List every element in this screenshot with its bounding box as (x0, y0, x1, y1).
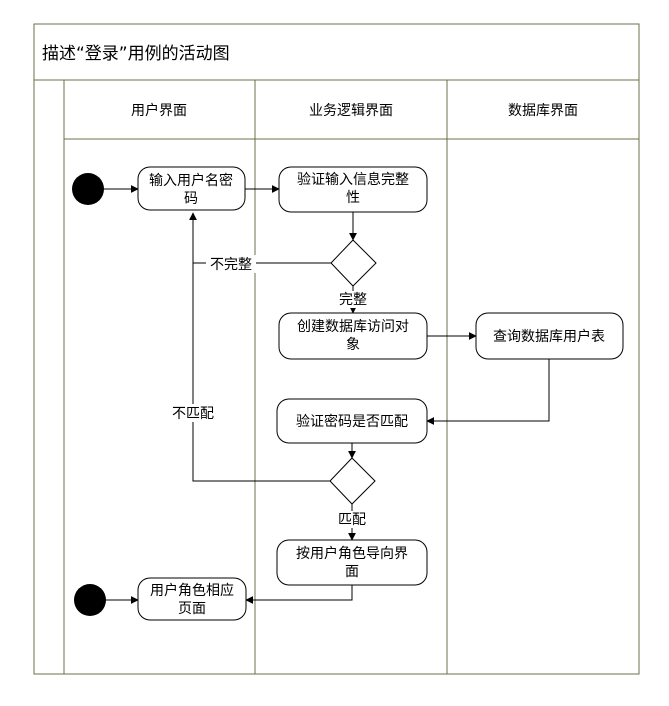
complete-label-bg (338, 291, 370, 308)
edge-label-incomplete: 不完整 (210, 257, 252, 273)
decision-completeness (330, 239, 377, 287)
validate-completeness-line1: 验证输入信息完整 (297, 171, 409, 188)
edge-label-not-match: 不匹配 (172, 406, 214, 422)
input-credentials-line2: 码 (184, 191, 198, 207)
initial-node-2 (74, 584, 106, 616)
edge-label-match: 匹配 (338, 512, 366, 528)
role-page-line2: 页面 (178, 601, 206, 617)
not-match-label-bg (168, 404, 218, 422)
activity-query-user-table (475, 312, 624, 360)
edge-label-complete: 完整 (339, 292, 367, 308)
create-db-object-line2: 象 (346, 337, 360, 353)
edge-navigate-to-role-page (245, 585, 353, 604)
initial-node-1 (72, 173, 104, 205)
connectors (104, 185, 550, 604)
lane-header-business-logic: 业务逻辑界面 (309, 103, 393, 119)
query-user-table-label: 查询数据库用户表 (493, 328, 605, 345)
input-credentials-line1: 输入用户名密 (149, 172, 233, 189)
validate-completeness-line2: 性 (346, 190, 360, 206)
activity-role-page (137, 577, 247, 621)
swimlane-frame (33, 23, 640, 675)
activity-navigate-by-role (276, 539, 428, 586)
edge-not-match (192, 213, 330, 482)
activity-create-db-object (278, 312, 428, 360)
incomplete-label-bg (206, 255, 256, 273)
activity-verify-password (276, 398, 428, 444)
decision-password-match (329, 457, 376, 505)
role-page-line1: 用户角色相应 (150, 582, 234, 599)
navigate-by-role-line1: 按用户角色导向界 (296, 545, 408, 562)
diagram-title: 描述“登录”用例的活动图 (42, 44, 230, 64)
activity-validate-completeness (278, 166, 428, 213)
create-db-object-line1: 创建数据库访问对 (297, 319, 409, 335)
lane-header-user-ui: 用户界面 (131, 102, 187, 119)
match-label-bg (336, 511, 368, 528)
verify-password-label: 验证密码是否匹配 (296, 413, 408, 430)
edge-query-to-verify (426, 359, 550, 425)
activity-input-credentials (137, 166, 246, 211)
outer-frame (33, 23, 640, 675)
navigate-by-role-line2: 面 (345, 564, 359, 580)
lane-header-database: 数据库界面 (508, 103, 578, 119)
